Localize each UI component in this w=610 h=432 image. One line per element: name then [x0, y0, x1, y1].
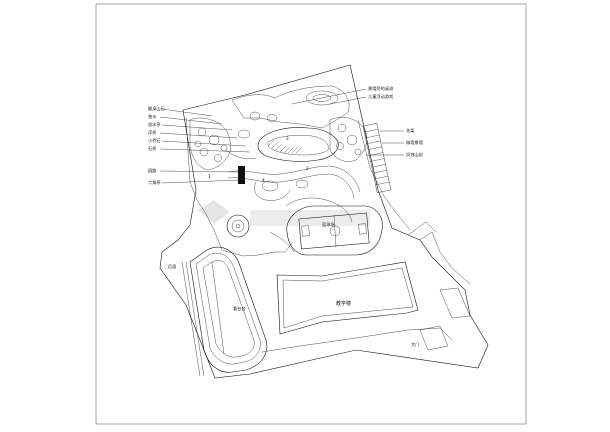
round-plaza — [226, 214, 250, 238]
zone-mark-4: 4 — [262, 178, 265, 183]
court-label: 篮球场 — [322, 221, 335, 228]
teaching-building: 教学楼 — [276, 261, 419, 335]
left-callouts: 健身山石 香水 驳水亭 浮桥 小乔石 石桥 园路 六角亭 — [148, 105, 251, 186]
left-label-7: 园路 — [148, 167, 157, 174]
right-label-1: 花架 — [406, 127, 414, 134]
zone-mark-2: 2 — [306, 166, 309, 171]
teaching-building-label: 教学楼 — [336, 300, 351, 307]
watermark — [198, 200, 370, 226]
zone-mark-1: 1 — [208, 174, 211, 179]
gate-label: 大门 — [411, 341, 419, 348]
inner-boundary — [185, 117, 294, 257]
north-garden — [189, 85, 392, 253]
basketball-court: 篮球场 — [286, 205, 383, 256]
left-label-4: 浮桥 — [148, 129, 157, 136]
south-buildings: 大门 — [261, 221, 471, 353]
right-label-3: 风蚀山岩 — [406, 151, 423, 158]
left-label-1: 健身山石 — [148, 105, 165, 112]
zone-mark-3: 3 — [286, 136, 289, 141]
inner-boundary-right — [357, 119, 411, 231]
hexagonal-pavilion — [238, 166, 245, 184]
left-label-2: 香水 — [148, 113, 157, 120]
site-boundary — [159, 64, 489, 379]
left-label-6: 石桥 — [148, 145, 157, 152]
running-track: 后面 看台台 — [168, 246, 268, 377]
right-label-2: 城墙景墙 — [406, 139, 423, 146]
left-label-5: 小乔石 — [148, 137, 161, 144]
sports-field-label: 后面 — [168, 263, 176, 270]
left-label-8: 六角亭 — [148, 179, 161, 186]
right-callouts: 花架 城墙景墙 风蚀山岩 — [366, 127, 423, 158]
left-label-3: 驳水亭 — [148, 121, 161, 128]
top-callouts: 景墙旁的溪流 儿童活动游戏 — [291, 85, 394, 105]
drawing-frame — [95, 3, 527, 425]
top-label-1: 景墙旁的溪流 — [368, 85, 394, 92]
stand-label: 看台台 — [233, 305, 246, 312]
top-label-2: 儿童活动游戏 — [368, 93, 393, 100]
